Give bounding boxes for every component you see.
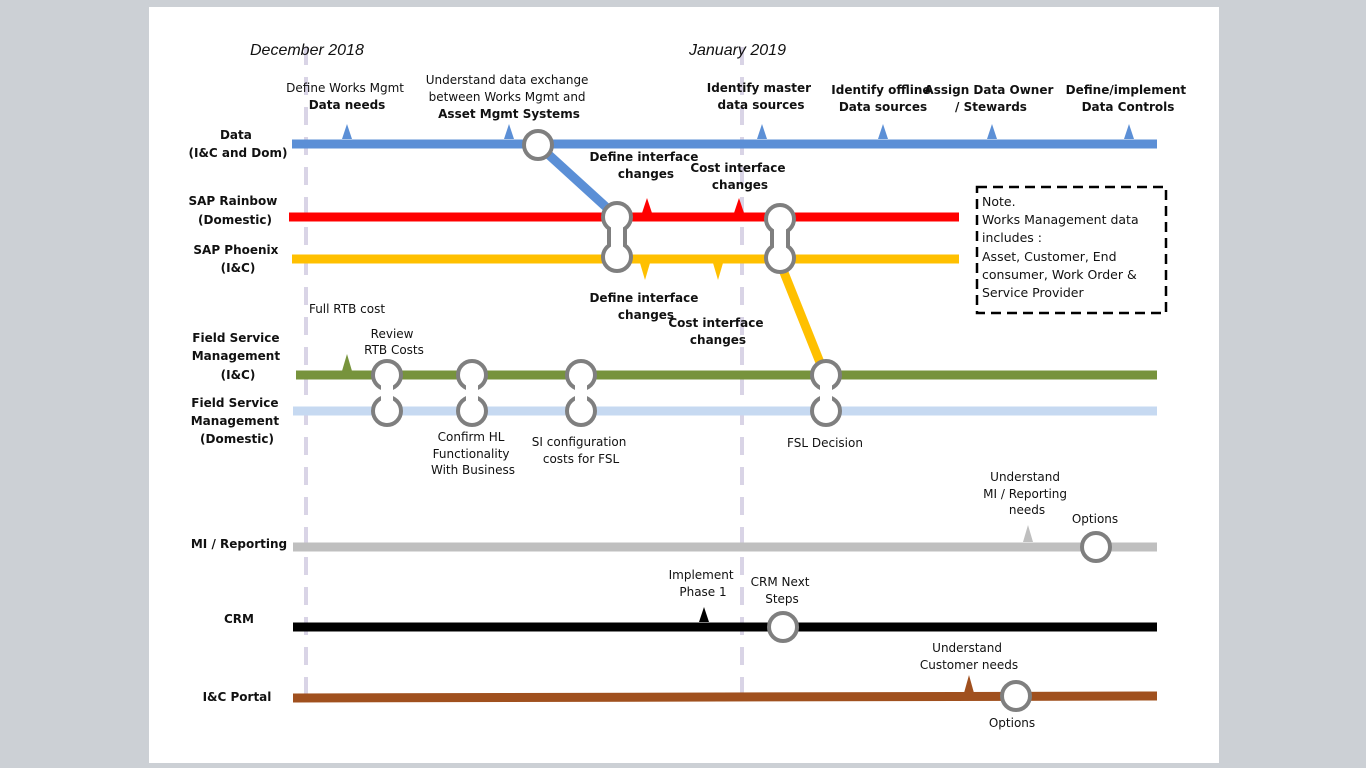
label-controls: Define/implement Data Controls bbox=[1066, 83, 1191, 114]
milestone-triangle bbox=[987, 124, 997, 139]
confirm-interchange bbox=[456, 359, 488, 427]
roadmap-slide: December 2018 January 2019 bbox=[149, 7, 1219, 763]
label-works-needs: Define Works Mgmt Data needs bbox=[286, 81, 408, 112]
label-customer-needs: Understand Customer needs bbox=[920, 641, 1018, 672]
label-implement: Implement Phase 1 bbox=[669, 568, 738, 599]
label-fsl: FSL Decision bbox=[787, 436, 863, 450]
lane-label-fsm-ic: Field Service Management (I&C) bbox=[192, 331, 285, 382]
milestone-triangle bbox=[640, 263, 650, 280]
milestone-markers bbox=[342, 124, 1134, 693]
milestone-triangle bbox=[757, 124, 767, 139]
label-exchange: Understand data exchange between Works M… bbox=[426, 73, 593, 121]
milestone-triangle bbox=[964, 675, 974, 693]
milestone-triangle bbox=[342, 354, 352, 371]
label-master: Identify master data sources bbox=[707, 81, 816, 112]
label-rtb-review: Review RTB Costs bbox=[364, 327, 424, 357]
phoenix-to-fsm-transfer bbox=[776, 263, 830, 377]
label-portal-options: Options bbox=[989, 716, 1035, 730]
milestone-triangle bbox=[342, 124, 352, 139]
milestone-triangle bbox=[642, 198, 652, 213]
label-confirm: Confirm HL Functionality With Business bbox=[431, 430, 515, 477]
portal-options-station bbox=[1000, 680, 1032, 712]
december-label: December 2018 bbox=[250, 42, 364, 59]
si-interchange bbox=[565, 359, 597, 427]
define-interface-interchange bbox=[601, 201, 633, 273]
label-define-interface-bottom: Define interface changes bbox=[589, 291, 702, 322]
milestone-triangle bbox=[878, 124, 888, 139]
milestone-triangle bbox=[504, 124, 514, 139]
label-si: SI configuration costs for FSL bbox=[532, 435, 630, 466]
label-define-interface-top: Define interface changes bbox=[589, 150, 702, 181]
note-box bbox=[975, 185, 1168, 315]
mi-options-station bbox=[1080, 531, 1112, 563]
milestone-triangle bbox=[1023, 525, 1033, 542]
lane-label-portal: I&C Portal bbox=[203, 690, 272, 704]
lane-label-data: Data (I&C and Dom) bbox=[189, 128, 288, 160]
crm-next-station bbox=[767, 611, 799, 643]
lane-label-phoenix: SAP Phoenix (I&C) bbox=[193, 243, 282, 275]
note-text: Note. Works Management data includes : A… bbox=[982, 194, 1143, 300]
lane-label-mi: MI / Reporting bbox=[191, 537, 287, 551]
lane-label-rainbow: SAP Rainbow (Domestic) bbox=[188, 194, 281, 227]
milestone-triangle bbox=[713, 263, 723, 280]
data-to-sap-transfer bbox=[534, 141, 621, 221]
label-crm-next: CRM Next Steps bbox=[751, 575, 814, 606]
cost-interface-interchange bbox=[764, 203, 796, 274]
label-owner: Assign Data Owner / Stewards bbox=[924, 83, 1057, 114]
january-label: January 2019 bbox=[688, 42, 786, 59]
roadmap-diagram: December 2018 January 2019 bbox=[188, 42, 1191, 730]
exchange-station bbox=[522, 129, 554, 161]
label-mi-options: Options bbox=[1072, 512, 1118, 526]
label-rtb-full: Full RTB cost bbox=[309, 302, 385, 316]
fsl-interchange bbox=[810, 359, 842, 427]
lane-label-fsm-dom: Field Service Management (Domestic) bbox=[191, 396, 284, 446]
milestone-triangle bbox=[734, 198, 744, 213]
lane-label-crm: CRM bbox=[224, 612, 254, 626]
milestone-triangle bbox=[699, 607, 709, 622]
label-cost-interface-bottom: Cost interface changes bbox=[668, 316, 767, 347]
milestone-triangle bbox=[1124, 124, 1134, 139]
label-offline: Identify offline Data sources bbox=[831, 83, 934, 114]
rtb-interchange bbox=[371, 359, 403, 427]
label-mi-needs: Understand MI / Reporting needs bbox=[983, 470, 1071, 517]
label-cost-interface-top: Cost interface changes bbox=[690, 161, 789, 192]
